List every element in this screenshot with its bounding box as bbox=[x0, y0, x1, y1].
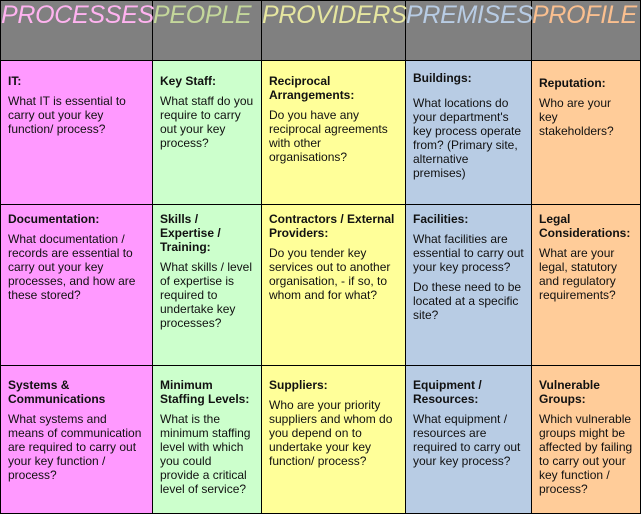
cell-title: Reputation: bbox=[539, 76, 606, 90]
cell-title: Documentation: bbox=[8, 212, 100, 226]
cell-title: Systems & Communications bbox=[8, 378, 106, 406]
cell-reciprocal-arrangements: Reciprocal Arrangements: Do you have any… bbox=[261, 60, 406, 205]
cell-text: What are your legal, statutory and regul… bbox=[539, 246, 618, 302]
cell-buildings: Buildings: What locations do your depart… bbox=[405, 60, 532, 205]
cell-text: What facilities are essential to carry o… bbox=[413, 232, 524, 274]
cell-key-staff: Key Staff: What staff do you require to … bbox=[152, 60, 262, 205]
cell-systems-communications: Systems & Communications What systems an… bbox=[0, 365, 153, 514]
cell-reputation: Reputation: Who are your key stakeholder… bbox=[531, 60, 641, 205]
cell-skills-expertise-training: Skills / Expertise / Training: What skil… bbox=[152, 204, 262, 366]
cell-text: Do these need to be located at a specifi… bbox=[413, 280, 522, 322]
cell-text: Do you tender key services out to anothe… bbox=[269, 246, 391, 302]
cell-title: Contractors / External Providers: bbox=[269, 212, 395, 240]
cell-title: Minimum Staffing Levels: bbox=[160, 378, 250, 406]
cell-title: Legal Considerations: bbox=[539, 212, 631, 240]
cell-text: What systems and means of communication … bbox=[8, 412, 142, 482]
cell-vulnerable-groups: Vulnerable Groups: Which vulnerable grou… bbox=[531, 365, 641, 514]
cell-title: Equipment / Resources: bbox=[413, 378, 482, 406]
cell-documentation: Documentation: What documentation / reco… bbox=[0, 204, 153, 366]
cell-text: What is the minimum staffing level with … bbox=[160, 412, 251, 496]
cell-title: Skills / Expertise / Training: bbox=[160, 212, 221, 254]
cell-equipment-resources: Equipment / Resources: What equipment / … bbox=[405, 365, 532, 514]
cell-title: Buildings: bbox=[413, 71, 472, 85]
grid-row-2: Documentation: What documentation / reco… bbox=[0, 204, 641, 366]
cell-text: What locations do your department's key … bbox=[413, 96, 522, 180]
cell-text: Who are your priority suppliers and whom… bbox=[269, 398, 393, 468]
header-row: PROCESSES PEOPLE PROVIDERS PREMISES PROF… bbox=[0, 0, 641, 61]
cell-text: What staff do you require to carry out y… bbox=[160, 94, 254, 150]
cell-title: Facilities: bbox=[413, 212, 469, 226]
cell-legal-considerations: Legal Considerations: What are your lega… bbox=[531, 204, 641, 366]
grid-row-3: Systems & Communications What systems an… bbox=[0, 365, 641, 514]
cell-title: IT: bbox=[8, 74, 22, 88]
cell-title: Key Staff: bbox=[160, 74, 217, 88]
cell-suppliers: Suppliers: Who are your priority supplie… bbox=[261, 365, 406, 514]
grid-row-1: IT: What IT is essential to carry out yo… bbox=[0, 60, 641, 205]
cell-title: Vulnerable Groups: bbox=[539, 378, 600, 406]
cell-minimum-staffing-levels: Minimum Staffing Levels: What is the min… bbox=[152, 365, 262, 514]
cell-text: What documentation / records are essenti… bbox=[8, 232, 136, 302]
cell-text: Do you have any reciprocal agreements wi… bbox=[269, 108, 388, 164]
header-people: PEOPLE bbox=[152, 0, 262, 61]
cell-text: What equipment / resources are required … bbox=[413, 412, 521, 468]
header-profile: PROFILE bbox=[531, 0, 641, 61]
cell-text: Which vulnerable groups might be affecte… bbox=[539, 412, 633, 496]
cell-text: What skills / level of expertise is requ… bbox=[160, 260, 253, 330]
cell-it: IT: What IT is essential to carry out yo… bbox=[0, 60, 153, 205]
cell-title: Suppliers: bbox=[269, 378, 328, 392]
cell-text: What IT is essential to carry out your k… bbox=[8, 94, 126, 136]
cell-text: Who are your key stakeholders? bbox=[539, 96, 614, 138]
cell-contractors-external-providers: Contractors / External Providers: Do you… bbox=[261, 204, 406, 366]
cell-title: Reciprocal Arrangements: bbox=[269, 74, 355, 102]
header-premises: PREMISES bbox=[405, 0, 533, 61]
cell-facilities: Facilities: What facilities are essentia… bbox=[405, 204, 532, 366]
header-processes: PROCESSES bbox=[0, 0, 154, 61]
header-providers: PROVIDERS bbox=[261, 0, 407, 61]
